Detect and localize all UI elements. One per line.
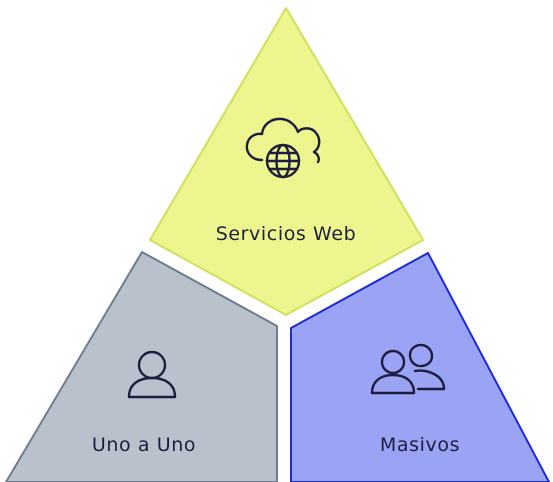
- cloud-globe-icon: [245, 117, 321, 179]
- segment-masivos-label: Masivos: [380, 434, 460, 456]
- segment-masivos-shape: [290, 252, 550, 482]
- segment-masivos: Masivos: [290, 252, 550, 482]
- segment-servicios-web: Servicios Web: [149, 7, 424, 316]
- segment-uno-a-uno: Uno a Uno: [5, 251, 278, 482]
- users-group-icon: [370, 343, 446, 395]
- user-icon: [127, 350, 177, 399]
- segment-uno-a-uno-shape: [5, 251, 278, 482]
- segment-servicios-web-label: Servicios Web: [216, 223, 357, 245]
- segment-uno-a-uno-label: Uno a Uno: [92, 434, 196, 456]
